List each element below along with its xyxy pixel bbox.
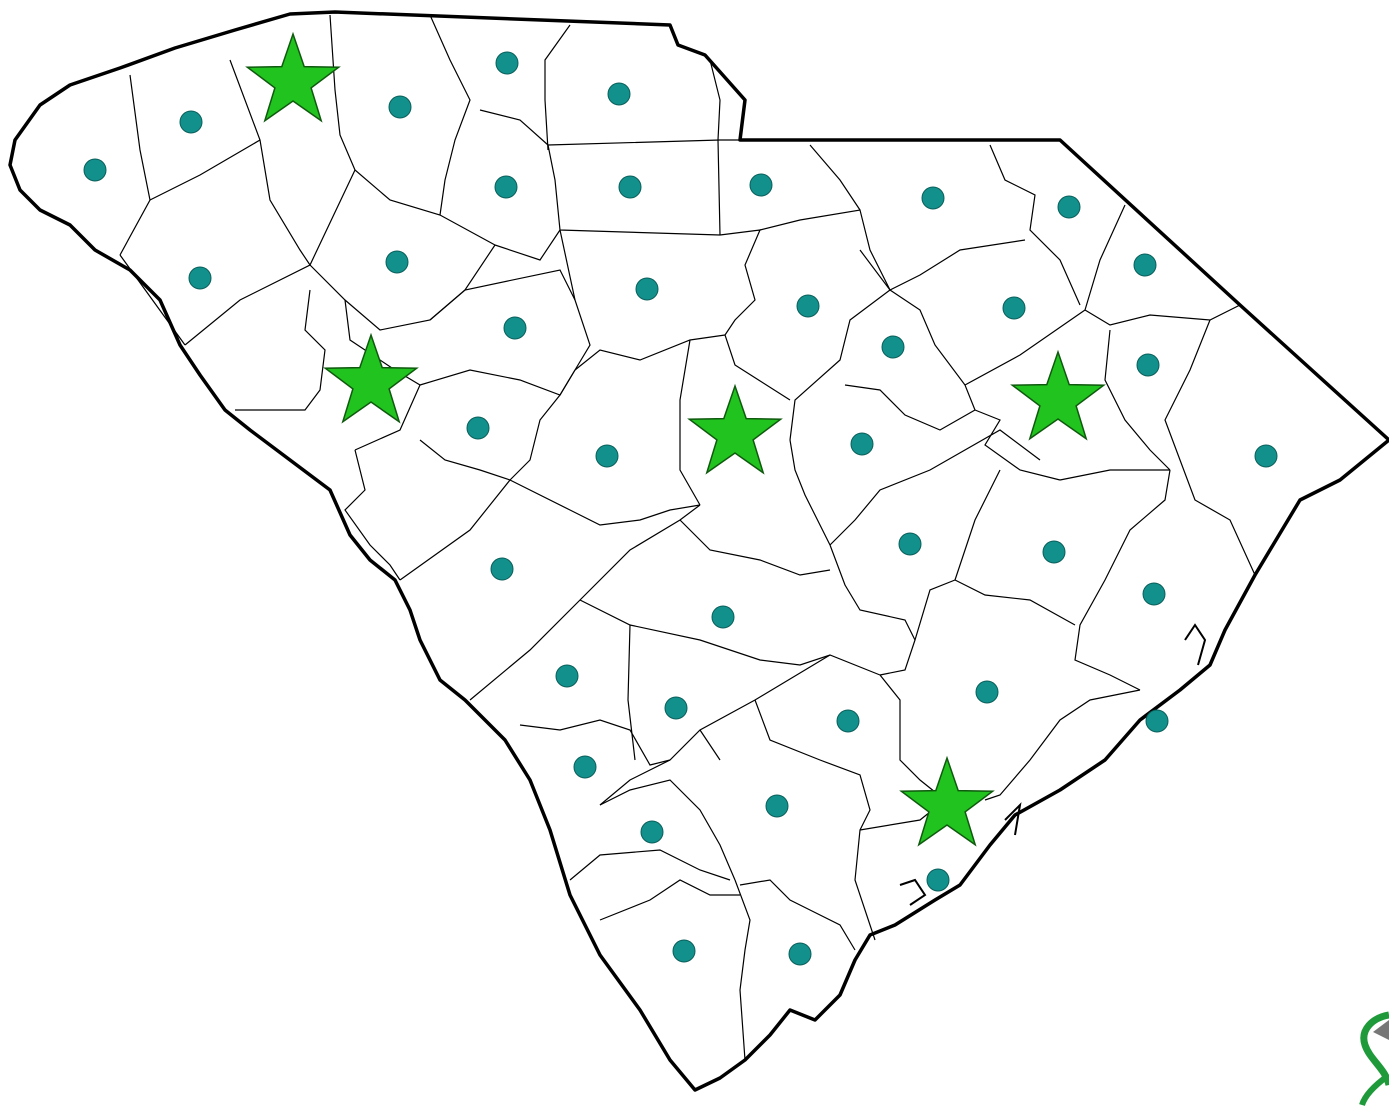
county-dot: [385, 250, 409, 274]
county-dot: [921, 186, 945, 210]
county-dot: [749, 173, 773, 197]
county-dot: [495, 51, 519, 75]
county-dot: [640, 820, 664, 844]
star-marker-icon: [687, 383, 783, 475]
county-dot: [1057, 195, 1081, 219]
star-marker-icon: [899, 755, 995, 847]
county-dot: [1002, 296, 1026, 320]
county-dot: [595, 444, 619, 468]
county-dot: [881, 335, 905, 359]
county-dot: [83, 158, 107, 182]
county-dot: [975, 680, 999, 704]
state-outline: [8, 10, 1389, 1092]
star-marker-icon: [323, 332, 419, 424]
county-dot: [490, 557, 514, 581]
county-dot: [765, 794, 789, 818]
county-dot: [388, 95, 412, 119]
county-dot: [836, 709, 860, 733]
star-marker-icon: [245, 31, 341, 123]
county-dot: [796, 294, 820, 318]
ribbon-logo-icon: [1359, 1011, 1389, 1107]
county-dot: [188, 266, 212, 290]
county-dot: [1133, 253, 1157, 277]
county-dot: [635, 277, 659, 301]
star-marker-icon: [1010, 349, 1106, 441]
county-dot: [1142, 582, 1166, 606]
county-dot: [573, 755, 597, 779]
county-dot: [1042, 540, 1066, 564]
county-boundaries: [119, 14, 1256, 1061]
county-dot: [711, 605, 735, 629]
county-dot: [618, 175, 642, 199]
map-markers: [83, 31, 1278, 966]
county-dot: [494, 175, 518, 199]
county-dot: [503, 316, 527, 340]
county-dot: [898, 532, 922, 556]
county-dot: [788, 942, 812, 966]
county-dot: [1145, 709, 1169, 733]
county-dot: [1254, 444, 1278, 468]
county-dot: [926, 868, 950, 892]
county-dot: [672, 939, 696, 963]
county-dot: [664, 696, 688, 720]
county-dot: [850, 432, 874, 456]
county-dot: [179, 110, 203, 134]
coastal-inlets: [899, 623, 1207, 906]
county-dot: [1136, 353, 1160, 377]
county-dot: [555, 664, 579, 688]
county-dot: [607, 82, 631, 106]
county-dot: [466, 416, 490, 440]
